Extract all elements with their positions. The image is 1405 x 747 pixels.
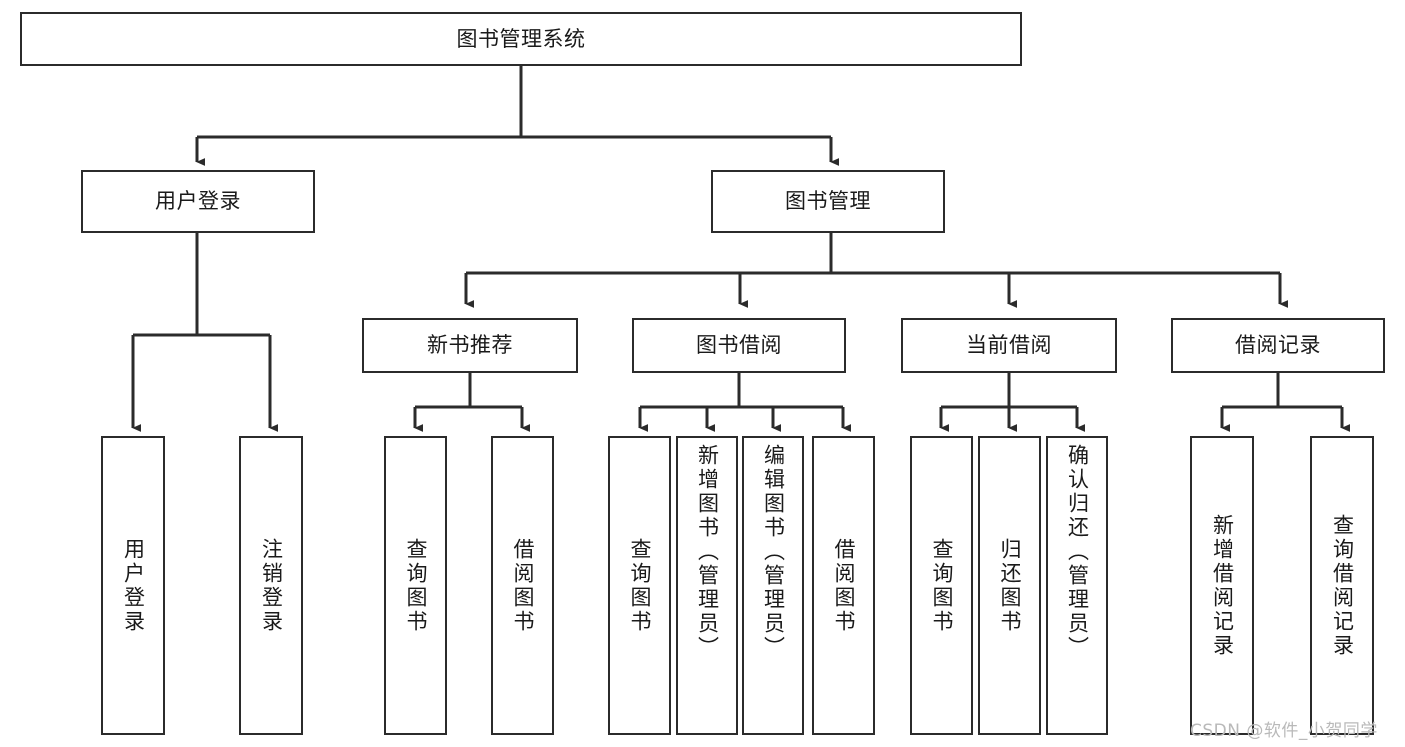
node-leaf-query-book-1[interactable]: 查询图书	[384, 436, 447, 735]
node-leaf-add-book-label: 新增图书（管理员）	[695, 444, 720, 660]
node-leaf-query-record[interactable]: 查询借阅记录	[1310, 436, 1374, 735]
node-root[interactable]: 图书管理系统	[20, 12, 1022, 66]
node-leaf-edit-book[interactable]: 编辑图书（管理员）	[742, 436, 804, 735]
node-book-management-label: 图书管理	[785, 189, 871, 214]
watermark-text: CSDN @软件_小贺同学	[1190, 721, 1378, 741]
node-root-label: 图书管理系统	[456, 26, 586, 51]
node-new-book-recommend-label: 新书推荐	[427, 333, 513, 358]
node-leaf-borrow-book-2[interactable]: 借阅图书	[812, 436, 875, 735]
node-leaf-user-login[interactable]: 用户登录	[101, 436, 165, 735]
node-leaf-query-record-label: 查询借阅记录	[1330, 513, 1355, 658]
node-new-book-recommend[interactable]: 新书推荐	[362, 318, 578, 373]
node-book-management[interactable]: 图书管理	[711, 170, 945, 233]
node-leaf-borrow-book-1-label: 借阅图书	[511, 537, 535, 634]
node-leaf-borrow-book-2-label: 借阅图书	[832, 537, 856, 634]
node-user-login[interactable]: 用户登录	[81, 170, 315, 233]
node-leaf-query-book-2[interactable]: 查询图书	[608, 436, 671, 735]
node-leaf-edit-book-label: 编辑图书（管理员）	[761, 444, 786, 660]
node-leaf-logout-login-label: 注销登录	[259, 537, 284, 634]
node-leaf-add-record[interactable]: 新增借阅记录	[1190, 436, 1254, 735]
node-leaf-confirm-return-label: 确认归还（管理员）	[1065, 444, 1090, 660]
node-book-borrow-label: 图书借阅	[696, 333, 782, 358]
node-leaf-logout-login[interactable]: 注销登录	[239, 436, 303, 735]
node-current-borrow[interactable]: 当前借阅	[901, 318, 1117, 373]
node-leaf-query-book-2-label: 查询图书	[628, 537, 652, 634]
node-leaf-confirm-return[interactable]: 确认归还（管理员）	[1046, 436, 1108, 735]
node-leaf-user-login-label: 用户登录	[121, 537, 146, 634]
node-current-borrow-label: 当前借阅	[966, 333, 1052, 358]
node-leaf-query-book-1-label: 查询图书	[404, 537, 428, 634]
node-leaf-return-book[interactable]: 归还图书	[978, 436, 1041, 735]
node-borrow-record-label: 借阅记录	[1235, 333, 1321, 358]
node-leaf-borrow-book-1[interactable]: 借阅图书	[491, 436, 554, 735]
node-leaf-query-book-3[interactable]: 查询图书	[910, 436, 973, 735]
node-leaf-return-book-label: 归还图书	[998, 537, 1022, 634]
node-leaf-add-book[interactable]: 新增图书（管理员）	[676, 436, 738, 735]
node-borrow-record[interactable]: 借阅记录	[1171, 318, 1385, 373]
node-leaf-add-record-label: 新增借阅记录	[1210, 513, 1235, 658]
node-leaf-query-book-3-label: 查询图书	[930, 537, 954, 634]
node-book-borrow[interactable]: 图书借阅	[632, 318, 846, 373]
node-user-login-label: 用户登录	[155, 189, 241, 214]
